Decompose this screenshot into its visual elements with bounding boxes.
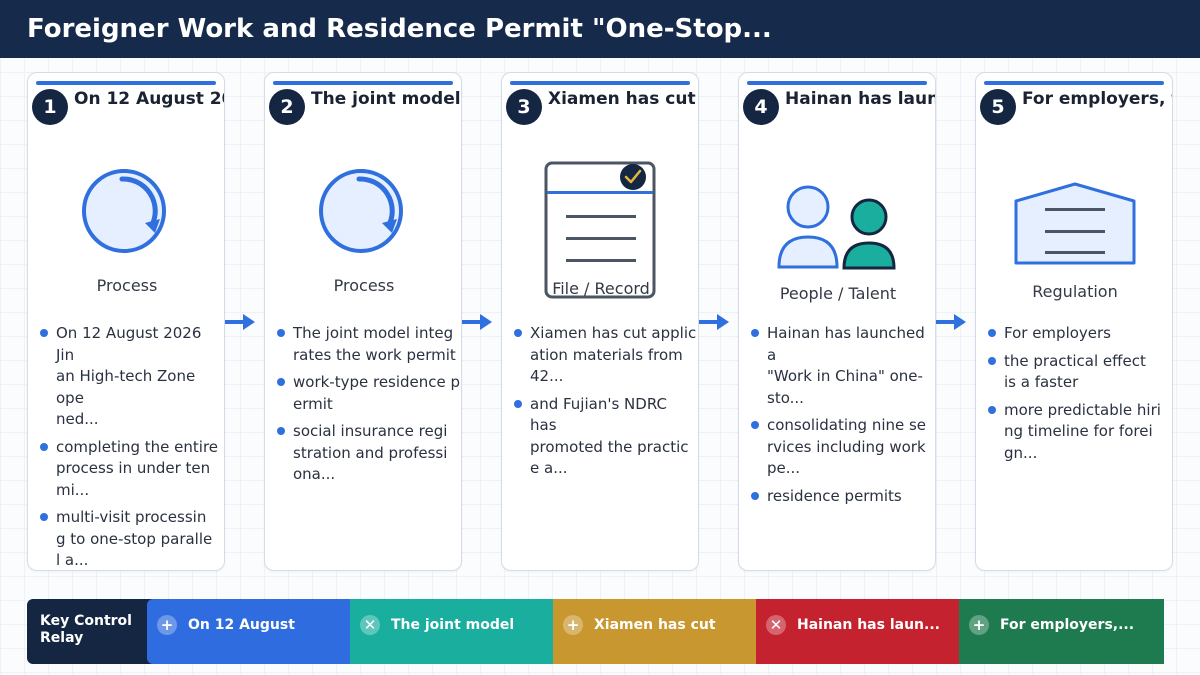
bullet-list: The joint model integ rates the work per… [277,323,461,492]
relay-label: Key Control Relay [27,599,153,664]
plus-icon: + [157,615,177,635]
bullet-list: Hainan has launched a "Work in China" on… [751,323,935,513]
relay-segment-3[interactable]: + Xiamen has cut [553,599,758,664]
bullet-item: consolidating nine se rvices including w… [751,415,935,480]
icon-caption: File / Record [552,279,650,298]
step-card-1: 1 On 12 August 2026 J... Process On 12 A… [27,72,225,571]
process-cycle-icon [265,167,463,259]
step-card-5: 5 For employers, the... Regulation For e… [975,72,1173,571]
people-icon [739,185,937,271]
relay-segment-label: Hainan has laun... [797,617,940,633]
relay-segment-1[interactable]: + On 12 August [147,599,352,664]
page-title: Foreigner Work and Residence Permit "One… [0,0,1200,58]
icon-caption: Regulation [1032,282,1118,301]
bullet-item: Xiamen has cut applic ation materials fr… [514,323,698,388]
step-heading: The joint model int... [311,89,461,109]
bullet-item: On 12 August 2026 Jin an High-tech Zone … [40,323,224,431]
relay-segment-label: Xiamen has cut [594,617,716,633]
step-number-badge: 3 [506,89,542,125]
step-card-3: 3 Xiamen has cut appl... File / Record X… [501,72,699,571]
close-icon: ✕ [766,615,786,635]
bullet-item: For employers [988,323,1172,345]
relay-segment-2[interactable]: ✕ The joint model [350,599,555,664]
step-heading: Xiamen has cut appl... [548,89,698,109]
relay-label-text: Key Control Relay [40,613,132,646]
building-regulation-icon [976,181,1174,265]
bullet-list: On 12 August 2026 Jin an High-tech Zone … [40,323,224,578]
icon-caption: People / Talent [779,284,897,303]
relay-segment-4[interactable]: ✕ Hainan has laun... [756,599,961,664]
card-accent-line [36,81,216,85]
step-card-2: 2 The joint model int... Process The joi… [264,72,462,571]
relay-segment-5[interactable]: + For employers,... [959,599,1164,664]
bullet-item: work-type residence p ermit [277,372,461,415]
bullet-item: multi-visit processin g to one-stop para… [40,507,224,572]
bullet-item: more predictable hiri ng timeline for fo… [988,400,1172,465]
bullet-list: Xiamen has cut applic ation materials fr… [514,323,698,486]
flow-arrow-icon [462,314,492,330]
flow-arrow-icon [225,314,255,330]
bullet-item: completing the entire process in under t… [40,437,224,502]
flow-arrow-icon [936,314,966,330]
card-accent-line [273,81,453,85]
bullet-item: The joint model integ rates the work per… [277,323,461,366]
plus-icon: + [563,615,583,635]
document-check-icon [502,161,700,301]
card-accent-line [510,81,690,85]
relay-segment-label: On 12 August [188,617,295,633]
flow-arrow-icon [699,314,729,330]
card-accent-line [984,81,1164,85]
step-heading: For employers, the... [1022,89,1172,109]
bullet-item: and Fujian's NDRC has promoted the pract… [514,394,698,480]
bullet-item: social insurance regi stration and profe… [277,421,461,486]
plus-icon: + [969,615,989,635]
step-number-badge: 2 [269,89,305,125]
step-number-badge: 1 [32,89,68,125]
process-cycle-icon [28,167,226,259]
step-number-badge: 5 [980,89,1016,125]
bullet-item: Hainan has launched a "Work in China" on… [751,323,935,409]
bullet-item: residence permits [751,486,935,508]
bullet-list: For employers the practical effect is a … [988,323,1172,470]
step-heading: Hainan has launched... [785,89,935,109]
step-heading: On 12 August 2026 J... [74,89,224,109]
step-card-4: 4 Hainan has launched... People / Talent… [738,72,936,571]
icon-caption: Process [96,276,158,295]
bullet-item: the practical effect is a faster [988,351,1172,394]
icon-caption: Process [333,276,395,295]
relay-segment-label: The joint model [391,617,515,633]
step-number-badge: 4 [743,89,779,125]
relay-segment-label: For employers,... [1000,617,1135,633]
card-accent-line [747,81,927,85]
close-icon: ✕ [360,615,380,635]
